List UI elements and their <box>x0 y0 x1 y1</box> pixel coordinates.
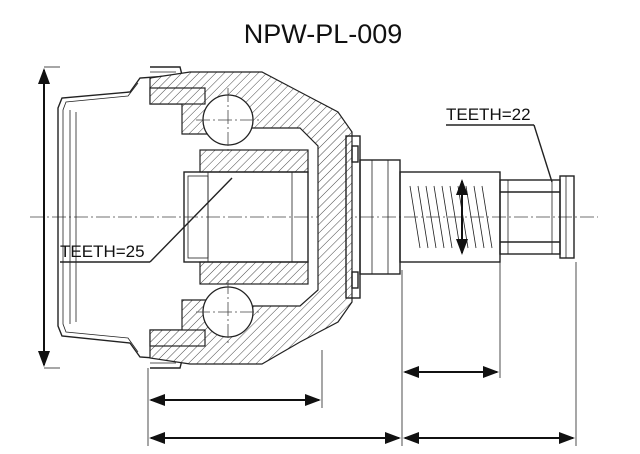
stub-shaft <box>399 171 575 263</box>
teeth-spline-label: TEETH=22 <box>446 105 531 124</box>
dimension-lines <box>38 66 577 446</box>
leader-lines <box>60 124 553 263</box>
collar <box>345 135 401 299</box>
boot <box>57 66 183 369</box>
teeth-inner-label: TEETH=25 <box>60 242 145 261</box>
inner-race <box>183 149 309 285</box>
part-number-title: NPW-PL-009 <box>244 19 403 49</box>
